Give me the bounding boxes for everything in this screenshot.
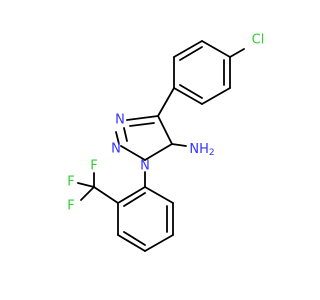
bond — [157, 115, 173, 145]
bond — [123, 231, 146, 246]
atom-label-layer: Cl N N N NH2 F F F — [67, 33, 264, 214]
bond — [126, 115, 159, 121]
bond — [179, 84, 203, 99]
chlorine-label: Cl — [252, 33, 265, 48]
bond — [123, 127, 128, 142]
bond — [117, 186, 146, 204]
bond — [171, 143, 187, 147]
bond — [80, 186, 95, 201]
bond-layer — [77, 40, 245, 252]
bond — [201, 40, 231, 58]
bond — [120, 145, 146, 161]
amine-label-text: NH — [189, 142, 209, 157]
amine-label-subscript: 2 — [209, 148, 215, 158]
fluorine-label: F — [67, 199, 74, 214]
bond — [129, 122, 155, 127]
nitrogen-label: N — [115, 113, 125, 128]
bond — [117, 234, 146, 252]
bond — [115, 131, 120, 145]
bond — [173, 87, 203, 105]
nitrogen-label: N — [140, 159, 150, 174]
fluorine-label: F — [67, 175, 74, 190]
bond — [144, 143, 173, 161]
bond — [179, 46, 203, 61]
bond — [93, 186, 119, 204]
bond — [157, 87, 175, 117]
bond — [229, 48, 245, 58]
bond — [144, 234, 174, 252]
bond — [77, 182, 95, 188]
bond — [123, 192, 146, 207]
fluorine-label: F — [90, 159, 97, 174]
nitrogen-label: N — [111, 142, 121, 157]
bond — [201, 87, 231, 105]
molecule-diagram: Cl N N N NH2 F F F — [67, 33, 264, 252]
amine-label: NH2 — [189, 142, 214, 159]
bond — [173, 40, 203, 58]
bond — [144, 186, 174, 204]
